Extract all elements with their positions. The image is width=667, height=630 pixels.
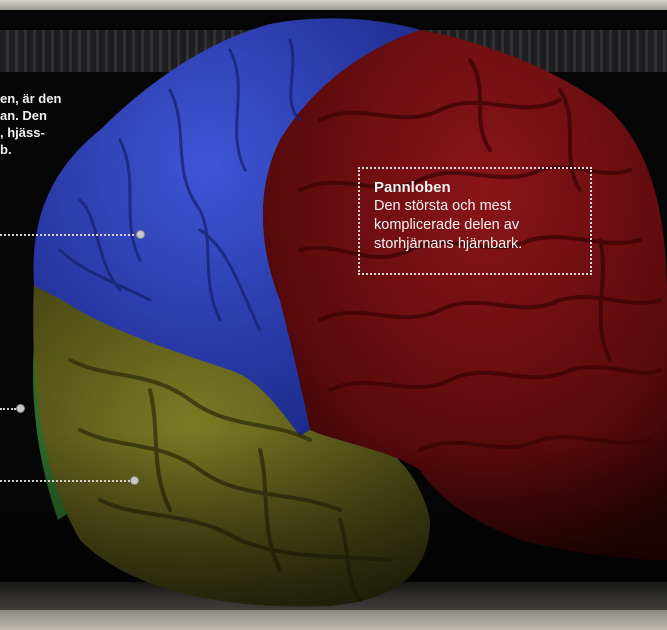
pannloben-title: Pannloben: [374, 179, 580, 197]
pannloben-label-box: Pannloben Den största och mest komplicer…: [358, 167, 592, 275]
leader-line-occipital: [0, 408, 16, 410]
leader-line-temporal: [0, 480, 130, 482]
bottom-shadow: [0, 430, 667, 610]
leader-dot-temporal: [130, 476, 139, 485]
leader-dot-parietal: [136, 230, 145, 239]
leader-line-parietal: [0, 234, 138, 236]
leader-dot-occipital: [16, 404, 25, 413]
pannloben-description: Den största och mest komplicerade delen …: [374, 197, 580, 254]
left-caption-fragment: en, är den an. Den , hjäss- b.: [0, 90, 86, 158]
